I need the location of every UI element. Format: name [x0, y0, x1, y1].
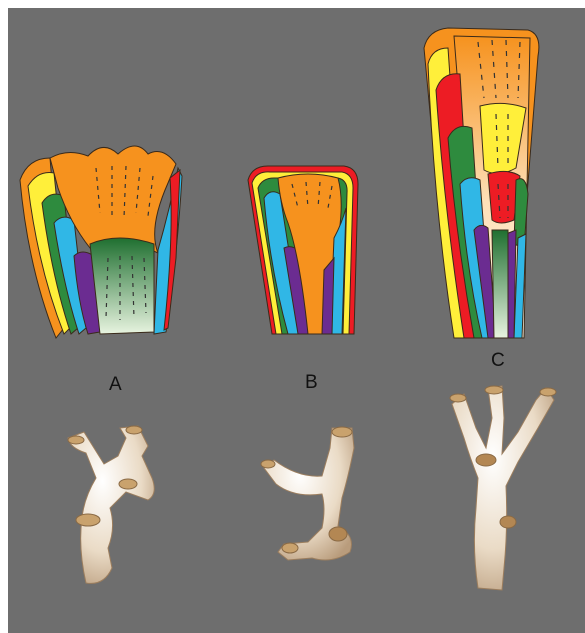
specimen-photo-a — [68, 426, 154, 583]
diagram-c-green-base — [492, 230, 508, 338]
diagram-a-calice-green — [90, 238, 154, 334]
diagram-c — [424, 28, 539, 338]
figure-panel: A B C — [8, 8, 585, 633]
diagram-b — [248, 166, 358, 334]
specimen-photo-b — [261, 427, 354, 560]
label-b: B — [305, 372, 318, 394]
label-a: A — [109, 374, 122, 396]
label-c: C — [491, 350, 505, 372]
diagram-a — [20, 146, 182, 338]
figure-canvas — [8, 8, 585, 633]
specimen-photo-c — [450, 386, 556, 590]
